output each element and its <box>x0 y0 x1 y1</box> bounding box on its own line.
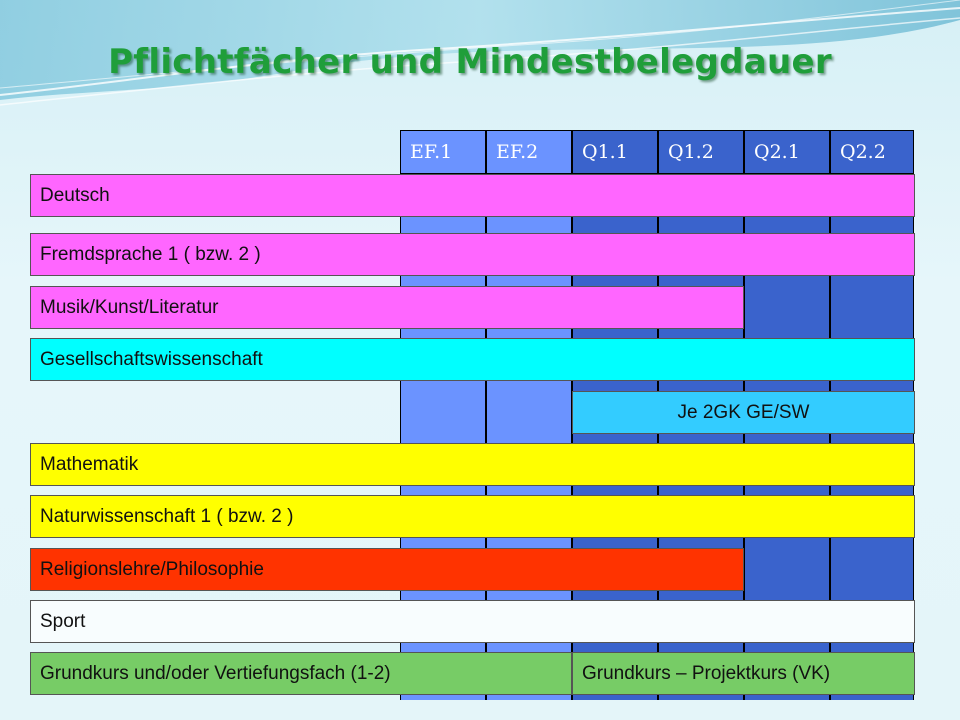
subject-bar-fremdsprache: Fremdsprache 1 ( bzw. 2 ) <box>30 233 915 276</box>
header-wave-decoration <box>0 0 960 106</box>
subject-bar-naturwissenschaft: Naturwissenschaft 1 ( bzw. 2 ) <box>30 495 915 538</box>
column-header-q22: Q2.2 <box>840 141 886 163</box>
column-header-q12: Q1.2 <box>668 141 714 163</box>
subject-bar-mathematik: Mathematik <box>30 443 915 486</box>
column-header-ef2: EF.2 <box>496 141 539 163</box>
page-title: Pflichtfächer und Mindestbelegdauer <box>108 42 832 82</box>
subject-bar-gesellschaftswissenschaft: Gesellschaftswissenschaft <box>30 338 915 381</box>
subject-bar-sport: Sport <box>30 600 915 643</box>
subject-bar-religionslehre-philosophie: Religionslehre/Philosophie <box>30 548 744 591</box>
subject-bar-deutsch: Deutsch <box>30 174 915 217</box>
column-header-q21: Q2.1 <box>754 141 800 163</box>
subject-bar-musik-kunst-literatur: Musik/Kunst/Literatur <box>30 286 744 329</box>
subject-bar-je-2gk-ge-sw: Je 2GK GE/SW <box>572 391 915 434</box>
subject-bar-grundkurs-vertiefungsfach: Grundkurs und/oder Vertiefungsfach (1-2) <box>30 652 572 695</box>
column-header-ef1: EF.1 <box>410 141 453 163</box>
column-header-q11: Q1.1 <box>582 141 628 163</box>
subject-bar-grundkurs-projektkurs: Grundkurs – Projektkurs (VK) <box>572 652 915 695</box>
